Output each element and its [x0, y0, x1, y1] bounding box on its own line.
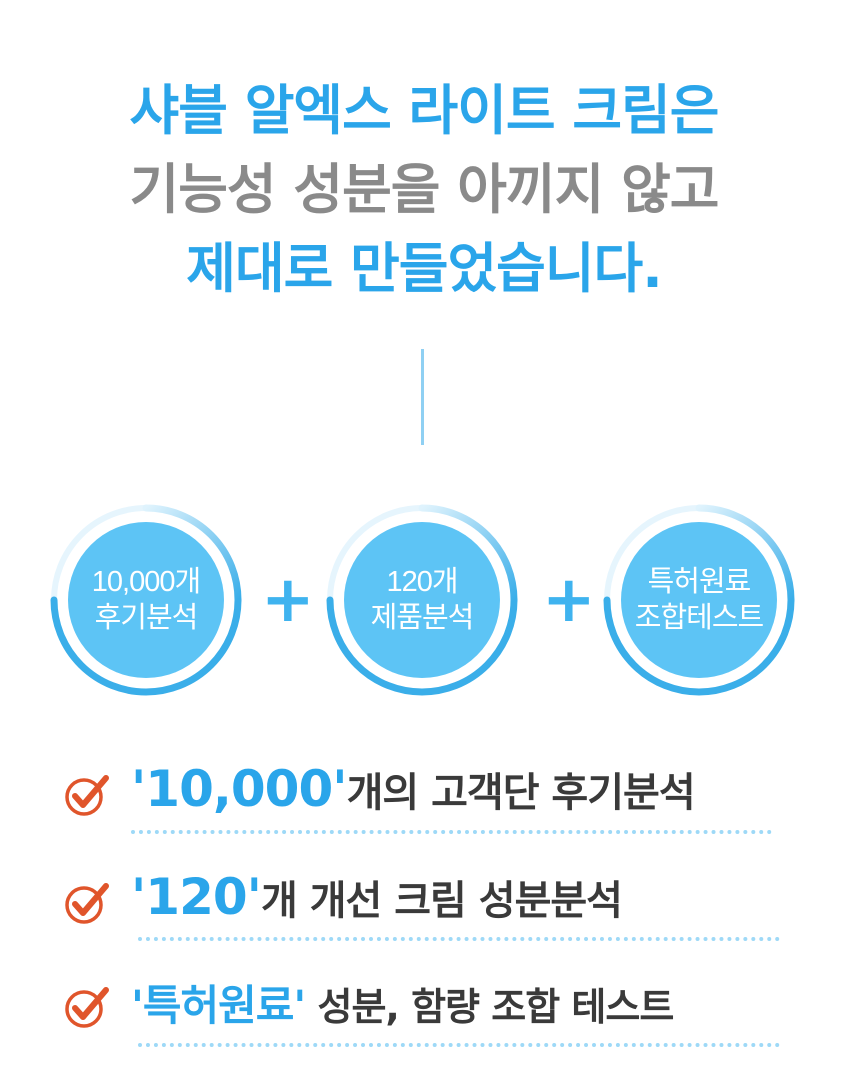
circle-ring-decoration	[50, 504, 242, 696]
circle-label-top: 120개	[386, 565, 458, 598]
check-circle-icon	[65, 987, 109, 1028]
checklist-text: '10,000'개의 고객단 후기분석	[131, 760, 696, 818]
circle-label-bottom: 조합테스트	[634, 602, 764, 634]
checklist-text: '특허원료' 성분, 함량 조합 테스트	[131, 972, 675, 1033]
dotted-underline	[131, 830, 772, 834]
circle-fill: 120개 제품분석	[344, 522, 500, 678]
dotted-underline	[138, 1043, 780, 1047]
checklist-text: '120'개 개선 크림 성분분석	[131, 868, 623, 926]
circle-badge-products: 120개 제품분석	[322, 500, 522, 700]
checklist-item: '120'개 개선 크림 성분분석	[0, 866, 848, 946]
circle-fill: 10,000개 후기분석	[68, 522, 224, 678]
circle-label-bottom: 후기분석	[94, 602, 199, 634]
plus-icon: +	[542, 563, 596, 637]
circle-badge-reviews: 10,000개 후기분석	[46, 500, 246, 700]
checklist-rest: 개 개선 크림 성분분석	[261, 878, 623, 924]
checklist-item: '10,000'개의 고객단 후기분석	[0, 758, 848, 838]
check-circle-icon	[65, 883, 109, 924]
headline-line-2: 기능성 성분을 아끼지 않고	[129, 158, 720, 221]
checklist-rest: 개의 고객단 후기분석	[346, 770, 696, 816]
checklist-highlight: '120'	[131, 868, 262, 926]
checklist-item: '특허원료' 성분, 함량 조합 테스트	[0, 966, 848, 1046]
vertical-divider	[421, 349, 424, 445]
circle-badge-patent: 특허원료 조합테스트	[599, 500, 799, 700]
plus-icon: +	[261, 563, 315, 637]
dotted-underline	[138, 937, 780, 941]
circle-ring-decoration	[326, 504, 518, 696]
circle-fill: 특허원료 조합테스트	[621, 522, 777, 678]
headline-line-1: 샤블 알엑스 라이트 크림은	[129, 79, 720, 142]
circle-label-top: 특허원료	[647, 565, 752, 598]
headline-line-3: 제대로 만들었습니다.	[186, 237, 662, 300]
checklist-rest: 성분, 함량 조합 테스트	[305, 985, 675, 1029]
checklist-highlight: '특허원료'	[131, 981, 306, 1030]
circle-label-top: 10,000개	[91, 565, 201, 598]
circle-ring-decoration	[603, 504, 795, 696]
check-circle-icon	[65, 775, 109, 816]
circle-label-bottom: 제품분석	[370, 602, 475, 634]
checklist-highlight: '10,000'	[131, 760, 348, 818]
